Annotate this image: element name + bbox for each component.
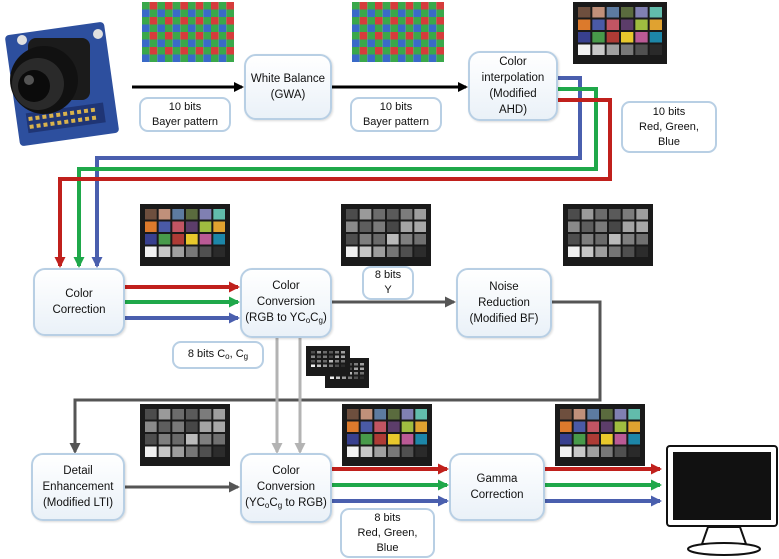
color-chart-thumbnail-gamma [555,404,645,466]
cocg-8bit-label: 8 bits Co, Cg [172,341,264,369]
camera-module-icon [5,22,119,146]
color-chart-thumbnail-corrected [140,204,230,266]
bayer-thumbnail-2 [352,2,444,62]
white-balance-block: White Balance(GWA) [244,54,332,120]
gray-chart-thumbnail-enhanced [140,404,230,466]
monitor-icon [666,445,778,556]
bayer-thumbnail-1 [142,2,234,62]
color-conversion-inverse-block: Color Conversion (YCoCg to RGB) [240,453,332,523]
color-chart-thumbnail-interp [573,2,667,64]
gray-chart-thumbnail-y [341,204,431,266]
color-chart-thumbnail-rgb [342,404,432,466]
color-conversion-forward-block: Color Conversion (RGB to YCoCg) [240,268,332,338]
gray-chart-thumbnail-denoised [563,204,653,266]
cocg-chart-thumbnail-front [306,346,350,376]
